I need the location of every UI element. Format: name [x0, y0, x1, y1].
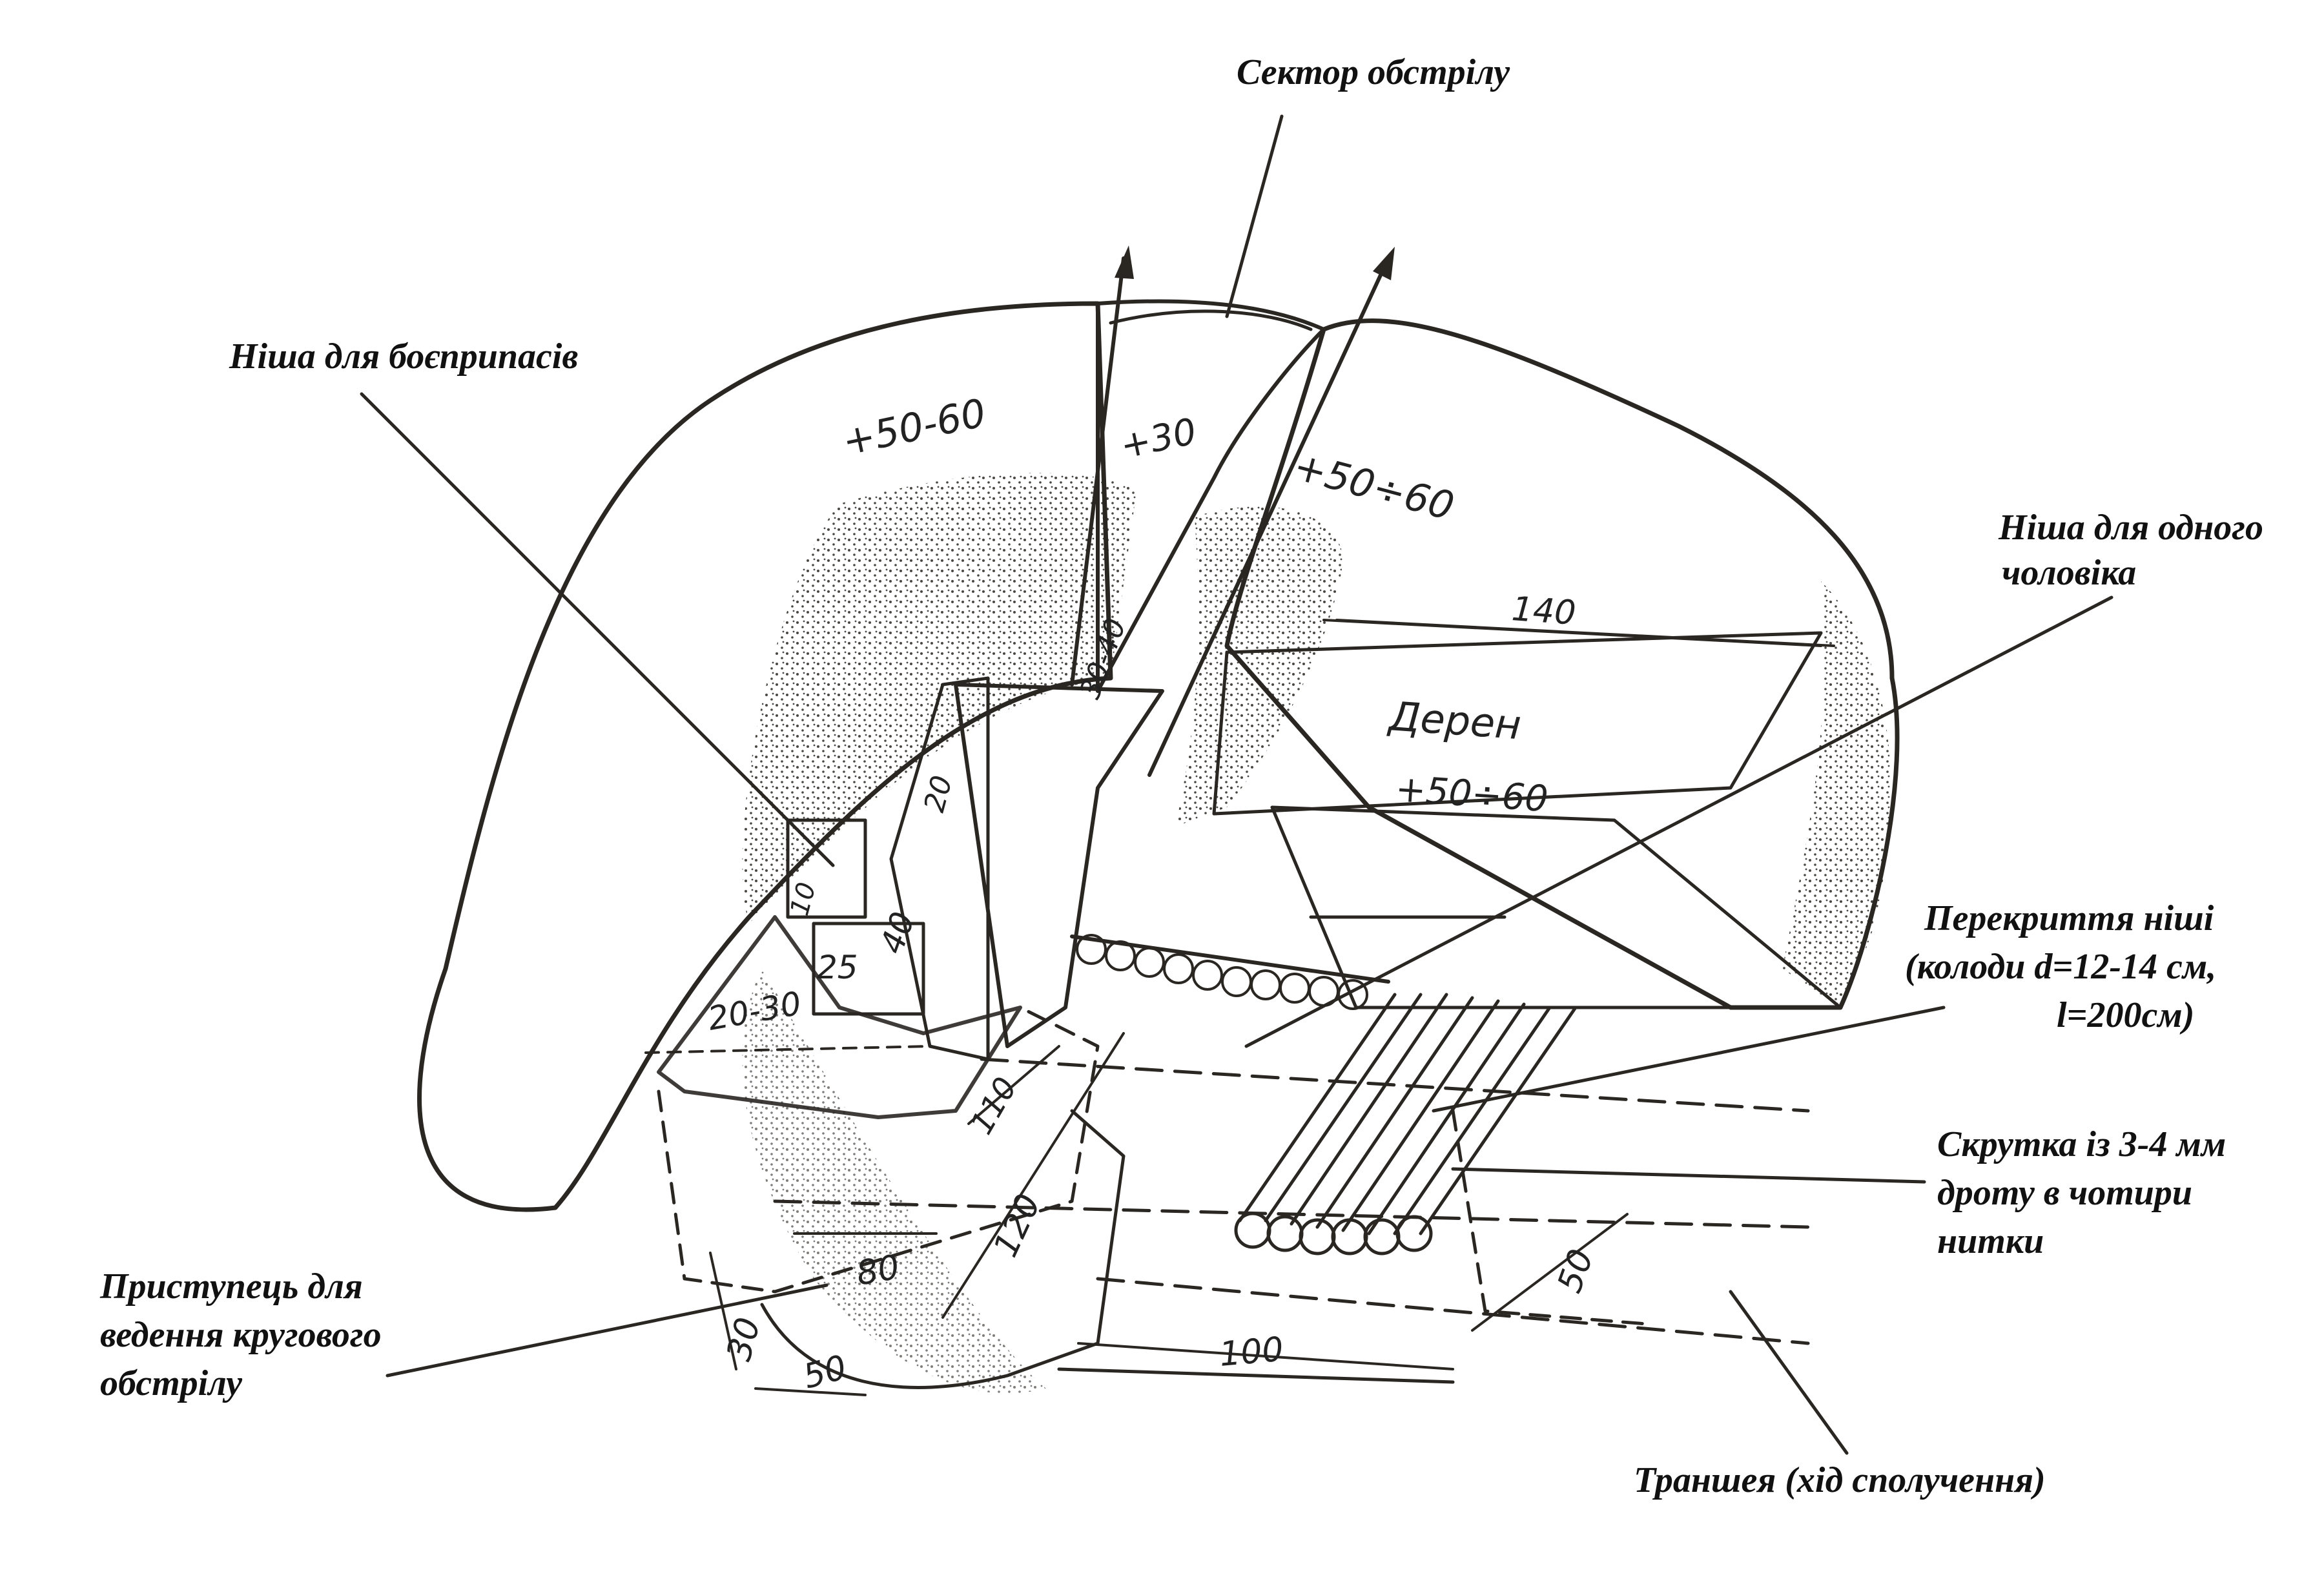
label-one-man-niche-1: Ніша для одного — [1998, 508, 2263, 548]
ammo-niche — [657, 676, 1164, 1119]
label-twist-1: Скрутка із 3-4 мм — [1937, 1124, 2226, 1164]
label-cover-2: (колоди d=12-14 см, — [1905, 947, 2216, 987]
label-step-2: ведення кругового — [100, 1315, 382, 1355]
label-ammo-niche: Ніша для боєприпасів — [229, 336, 578, 377]
dim-30: 30 — [720, 1314, 768, 1365]
dim-40: 40 — [873, 907, 922, 958]
dim-10: 10 — [785, 880, 822, 919]
log-row — [1070, 934, 1390, 1010]
dim-20: 20 — [918, 772, 959, 816]
dim-parapet-center: +30 — [1116, 411, 1200, 468]
dim-120: 120 — [986, 1188, 1048, 1263]
label-cover-1: Перекриття ніші — [1924, 898, 2214, 938]
label-twist-2: дроту в чотири — [1937, 1173, 2192, 1213]
dim-sod: Дерен — [1386, 692, 1523, 749]
dim-80: 80 — [854, 1248, 903, 1294]
dimension-lines — [709, 619, 1835, 1396]
label-twist-3: нитки — [1937, 1221, 2044, 1261]
cover-logs — [1234, 993, 1578, 1255]
label-step-1: Приступець для — [99, 1266, 363, 1307]
trench-outline — [644, 1006, 1810, 1389]
label-trench: Траншея (хід сполучення) — [1634, 1460, 2046, 1500]
sector-of-fire — [1070, 245, 1395, 777]
dim-parapet-left: +50-60 — [839, 390, 990, 464]
leader-lines — [360, 114, 2113, 1455]
dim-50-right: 50 — [1550, 1245, 1601, 1298]
label-one-man-niche-2: чоловіка — [2002, 553, 2136, 593]
dim-parapet-right: +50÷60 — [1289, 444, 1459, 530]
dim-width-140: 140 — [1510, 590, 1577, 633]
label-step-3: обстрілу — [100, 1363, 243, 1403]
label-sector: Сектор обстрілу — [1237, 52, 1510, 92]
dim-100: 100 — [1218, 1330, 1285, 1374]
parapet-mound — [417, 299, 1900, 1394]
dim-25: 25 — [817, 949, 858, 986]
label-cover-3: l=200см) — [2057, 995, 2194, 1035]
callouts: Сектор обстрілу Ніша для боєприпасів Ніш… — [99, 52, 2263, 1500]
